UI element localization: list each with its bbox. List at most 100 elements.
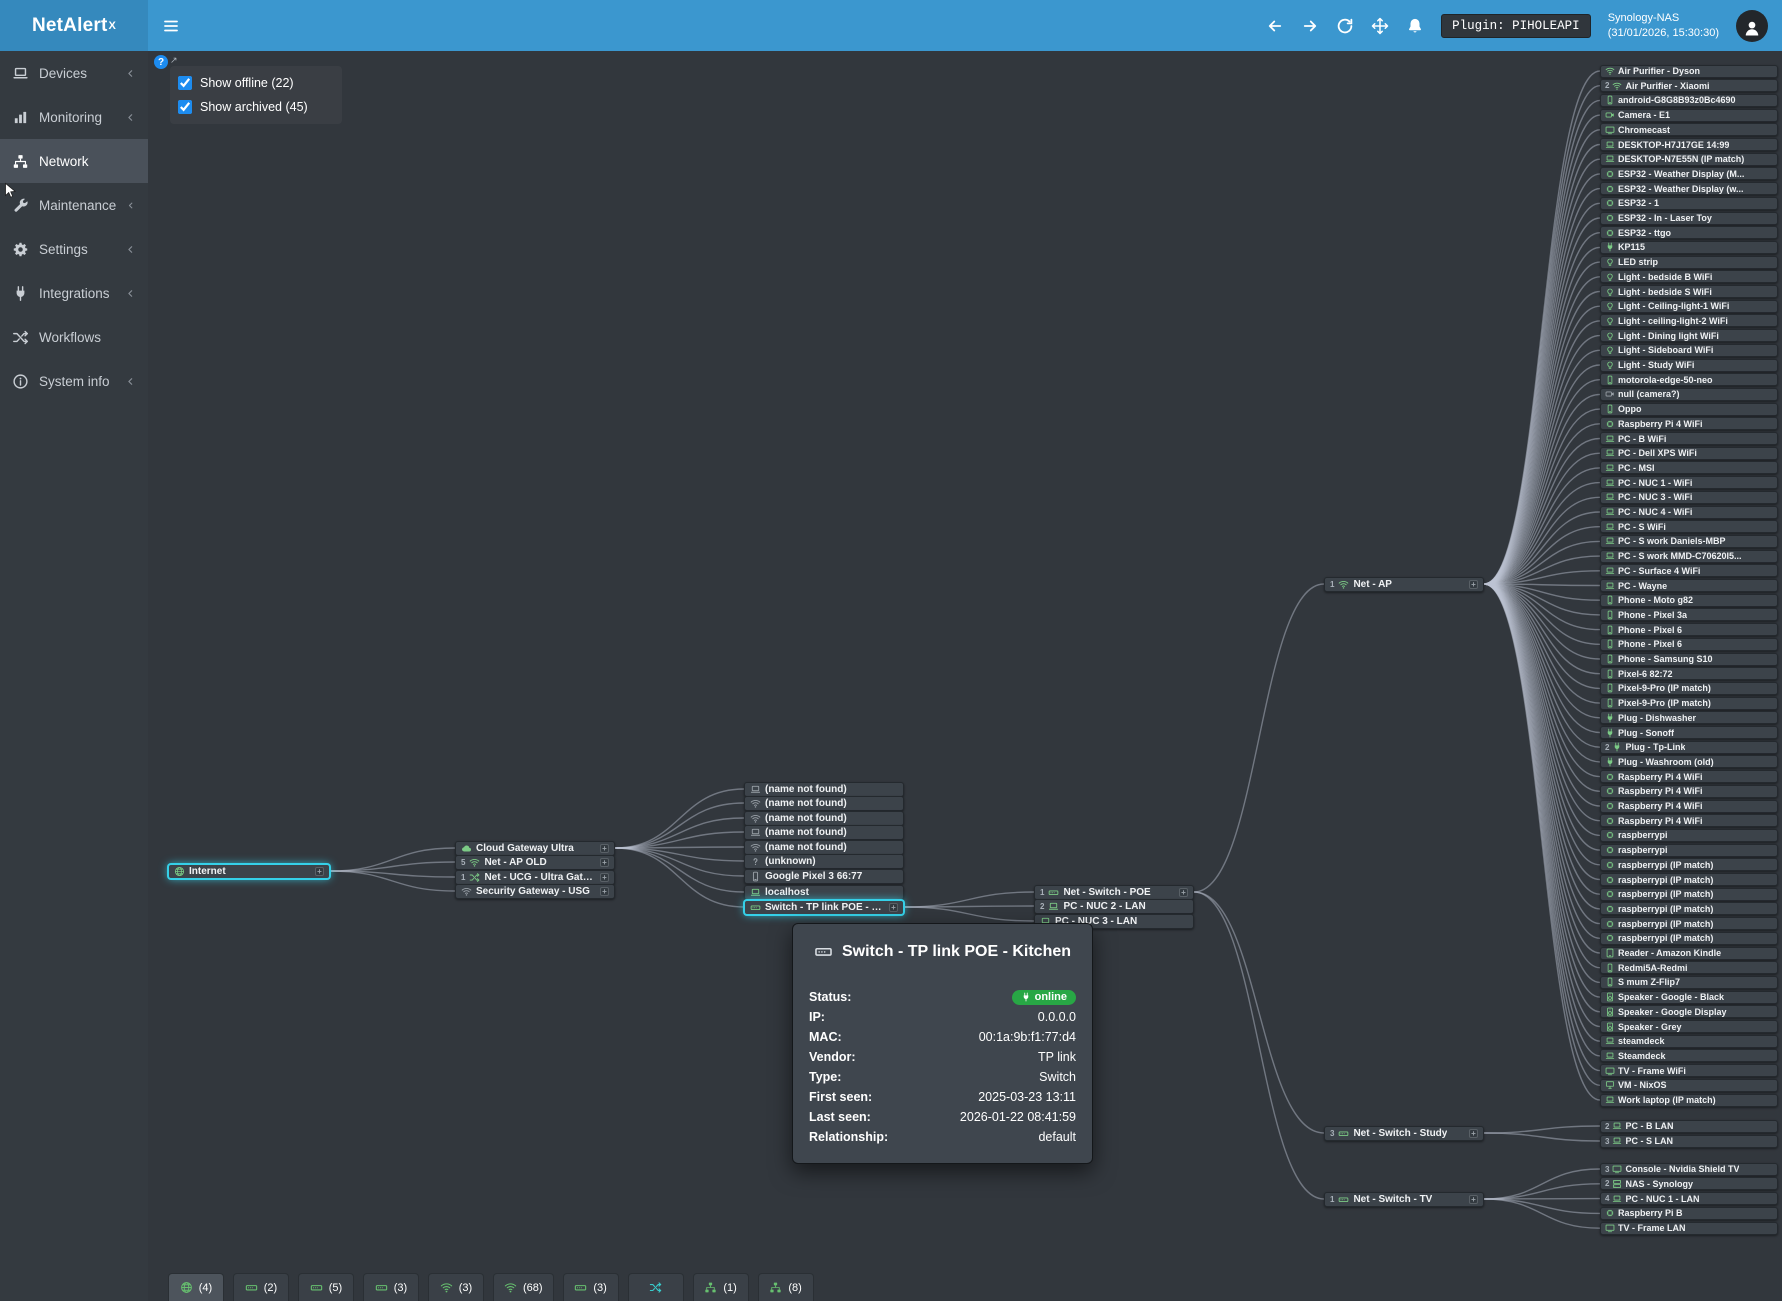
graph-node-work-laptop-ip-match[interactable]: Work laptop (IP match): [1600, 1093, 1778, 1107]
sidebar-item-devices[interactable]: Devices: [0, 51, 148, 95]
pan-move-icon[interactable]: [1371, 17, 1389, 35]
graph-node-raspberrypi-ip-match[interactable]: raspberrypi (IP match): [1600, 917, 1778, 931]
graph-node-pc-surface-4-wifi[interactable]: PC - Surface 4 WiFi: [1600, 564, 1778, 578]
graph-node-light-ceiling-light-1-wifi[interactable]: Light - Ceiling-light-1 WiFi: [1600, 299, 1778, 313]
graph-node-raspberrypi-ip-match[interactable]: raspberrypi (IP match): [1600, 931, 1778, 945]
sidebar-item-settings[interactable]: Settings: [0, 227, 148, 271]
sidebar-item-network[interactable]: Network: [0, 139, 148, 183]
graph-node-kp115[interactable]: KP115: [1600, 240, 1778, 254]
graph-node-light-sideboard-wifi[interactable]: Light - Sideboard WiFi: [1600, 343, 1778, 357]
graph-node-plug-sonoff[interactable]: Plug - Sonoff: [1600, 726, 1778, 739]
graph-node-redmi5a-redmi[interactable]: Redmi5A-Redmi: [1600, 961, 1778, 975]
graph-node-light-study-wifi[interactable]: Light - Study WiFi: [1600, 358, 1778, 372]
show-offline-checkbox[interactable]: Show offline (22): [178, 71, 334, 95]
graph-node-plug-dishwasher[interactable]: Plug - Dishwasher: [1600, 711, 1778, 725]
refresh-icon[interactable]: [1336, 17, 1354, 35]
graph-node-pc-nuc-4-wifi[interactable]: PC - NUC 4 - WiFi: [1600, 505, 1778, 519]
expand-node-icon[interactable]: +: [1469, 579, 1478, 589]
graph-node-raspberry-pi-4-wifi[interactable]: Raspberry Pi 4 WiFi: [1600, 784, 1778, 798]
graph-node-raspberrypi-ip-match[interactable]: raspberrypi (IP match): [1600, 902, 1778, 916]
graph-node-null-camera[interactable]: null (camera?): [1600, 387, 1778, 401]
graph-node-led-strip[interactable]: LED strip: [1600, 255, 1778, 269]
graph-node-light-dining-light-wifi[interactable]: Light - Dining light WiFi: [1600, 329, 1778, 343]
graph-node-raspberrypi-ip-match[interactable]: raspberrypi (IP match): [1600, 887, 1778, 901]
show-archived-input[interactable]: [178, 100, 192, 114]
graph-node-m4[interactable]: (name not found): [744, 824, 904, 840]
user-avatar[interactable]: [1736, 9, 1768, 42]
sidebar-item-workflows[interactable]: Workflows: [0, 315, 148, 359]
graph-node-raspberrypi-ip-match[interactable]: raspberrypi (IP match): [1600, 873, 1778, 886]
graph-node-raspberry-pi-4-wifi[interactable]: Raspberry Pi 4 WiFi: [1600, 770, 1778, 784]
graph-node-android-g8g8b93z0bc4690[interactable]: android-G8G8B93z0Bc4690: [1600, 93, 1778, 107]
graph-node-esp32-weather-display-w[interactable]: ESP32 - Weather Display (w...: [1600, 182, 1778, 196]
graph-node-raspberry-pi-4-wifi[interactable]: Raspberry Pi 4 WiFi: [1600, 417, 1778, 431]
graph-node-esp32-weather-display-m[interactable]: ESP32 - Weather Display (M...: [1600, 167, 1778, 181]
graph-tab-1[interactable]: (4): [168, 1273, 224, 1301]
graph-node-desktop-n7e55n-ip-match[interactable]: DESKTOP-N7E55N (IP match): [1600, 152, 1778, 166]
expand-node-icon[interactable]: +: [1469, 1128, 1478, 1138]
graph-node-speaker-grey[interactable]: Speaker - Grey: [1600, 1020, 1778, 1033]
graph-node-steamdeck[interactable]: steamdeck: [1600, 1034, 1778, 1048]
graph-node-internet[interactable]: Internet+: [168, 863, 330, 879]
graph-node-pixel-9-pro-ip-match[interactable]: Pixel-9-Pro (IP match): [1600, 681, 1778, 695]
graph-tab-5[interactable]: (3): [428, 1273, 484, 1301]
graph-node-phone-pixel-3a[interactable]: Phone - Pixel 3a: [1600, 608, 1778, 622]
graph-node-air-purifier-dyson[interactable]: Air Purifier - Dyson: [1600, 64, 1778, 78]
graph-node-pc-wayne[interactable]: PC - Wayne: [1600, 579, 1778, 592]
forward-icon[interactable]: [1301, 17, 1319, 35]
back-icon[interactable]: [1266, 17, 1284, 35]
graph-node-phone-pixel-6[interactable]: Phone - Pixel 6: [1600, 623, 1778, 637]
graph-node-raspberry-pi-4-wifi[interactable]: Raspberry Pi 4 WiFi: [1600, 814, 1778, 828]
help-icon[interactable]: ?: [154, 55, 168, 69]
graph-node-raspberry-pi-b[interactable]: Raspberry Pi B: [1600, 1206, 1778, 1220]
graph-node-phone-moto-g82[interactable]: Phone - Moto g82: [1600, 593, 1778, 607]
graph-node-tv-frame-wifi[interactable]: TV - Frame WiFi: [1600, 1064, 1778, 1078]
expand-node-icon[interactable]: +: [1179, 887, 1188, 897]
graph-node-usg[interactable]: Security Gateway - USG+: [455, 883, 615, 899]
expand-node-icon[interactable]: +: [315, 866, 324, 876]
sidebar-item-monitoring[interactable]: Monitoring: [0, 95, 148, 139]
graph-node-kitchen[interactable]: Switch - TP link POE - Kitchen+: [744, 899, 904, 915]
graph-node-desktop-h7j17ge-14-99[interactable]: DESKTOP-H7J17GE 14:99: [1600, 138, 1778, 151]
graph-node-pc-nuc-3-wifi[interactable]: PC - NUC 3 - WiFi: [1600, 490, 1778, 504]
graph-node-pixel-6-82-72[interactable]: Pixel-6 82:72: [1600, 667, 1778, 681]
expand-node-icon[interactable]: +: [889, 902, 898, 912]
graph-node-phone-samsung-s10[interactable]: Phone - Samsung S10: [1600, 652, 1778, 666]
graph-node-raspberrypi[interactable]: raspberrypi: [1600, 843, 1778, 857]
graph-node-pc-nuc-1-wifi[interactable]: PC - NUC 1 - WiFi: [1600, 476, 1778, 490]
graph-node-light-bedside-s-wifi[interactable]: Light - bedside S WiFi: [1600, 285, 1778, 298]
graph-tab-8[interactable]: [627, 1273, 684, 1301]
graph-node-vm-nixos[interactable]: VM - NixOS: [1600, 1078, 1778, 1092]
graph-node-m8[interactable]: localhost: [744, 884, 904, 900]
graph-node-steamdeck[interactable]: Steamdeck: [1600, 1049, 1778, 1063]
graph-node-raspberrypi-ip-match[interactable]: raspberrypi (IP match): [1600, 858, 1778, 872]
graph-node-esp32-ttgo[interactable]: ESP32 - ttgo: [1600, 226, 1778, 240]
graph-node-light-ceiling-light-2-wifi[interactable]: Light - ceiling-light-2 WiFi: [1600, 314, 1778, 328]
graph-node-light-bedside-b-wifi[interactable]: Light - bedside B WiFi: [1600, 270, 1778, 284]
graph-node-motorola-edge-50-neo[interactable]: motorola-edge-50-neo: [1600, 373, 1778, 387]
show-offline-input[interactable]: [178, 76, 192, 90]
graph-node-cgu[interactable]: Cloud Gateway Ultra+: [455, 840, 615, 856]
graph-node-camera-e1[interactable]: Camera - E1: [1600, 108, 1778, 122]
graph-node-m7[interactable]: Google Pixel 3 66:77: [744, 868, 904, 884]
graph-node-pc-s-work-mmd-c70620i5[interactable]: PC - S work MMD-C70620I5...: [1600, 549, 1778, 563]
graph-node-esp32-in-laser-toy[interactable]: ESP32 - In - Laser Toy: [1600, 211, 1778, 225]
graph-node-pc-dell-xps-wifi[interactable]: PC - Dell XPS WiFi: [1600, 446, 1778, 460]
graph-tab-6[interactable]: (68): [493, 1273, 554, 1301]
graph-node-tv-frame-lan[interactable]: TV - Frame LAN: [1600, 1221, 1778, 1235]
menu-toggle-icon[interactable]: [162, 17, 180, 35]
graph-node-raspberrypi[interactable]: raspberrypi: [1600, 828, 1778, 842]
graph-node-m3[interactable]: (name not found): [744, 810, 904, 826]
